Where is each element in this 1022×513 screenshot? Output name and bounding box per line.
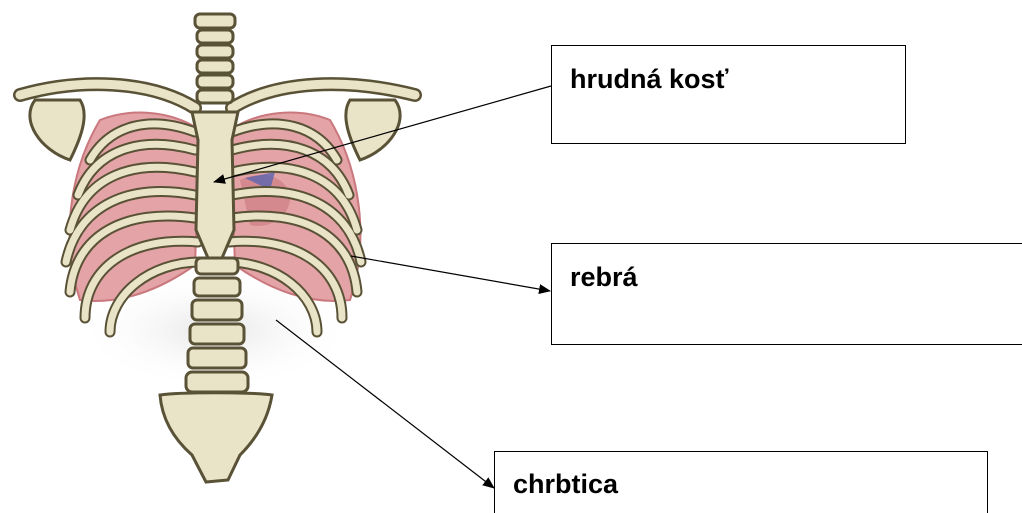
ribs-pointer (351, 256, 550, 291)
sternum (192, 112, 238, 258)
lumbar-vertebrae (186, 258, 248, 392)
cervical-vertebrae (195, 14, 235, 103)
ribs-label-box: rebrá (551, 243, 1022, 345)
spine-pointer (276, 320, 494, 488)
spine-label-box: chrbtica (494, 451, 988, 513)
ribs-label: rebrá (570, 262, 638, 293)
sternum-label-box: hrudná kosť (551, 45, 906, 144)
rib-cage-illustration (20, 14, 415, 482)
left-scapula (30, 100, 84, 160)
sacrum (160, 393, 272, 482)
spine-label: chrbtica (513, 469, 618, 500)
sternum-label: hrudná kosť (570, 64, 728, 95)
right-scapula (346, 100, 400, 160)
